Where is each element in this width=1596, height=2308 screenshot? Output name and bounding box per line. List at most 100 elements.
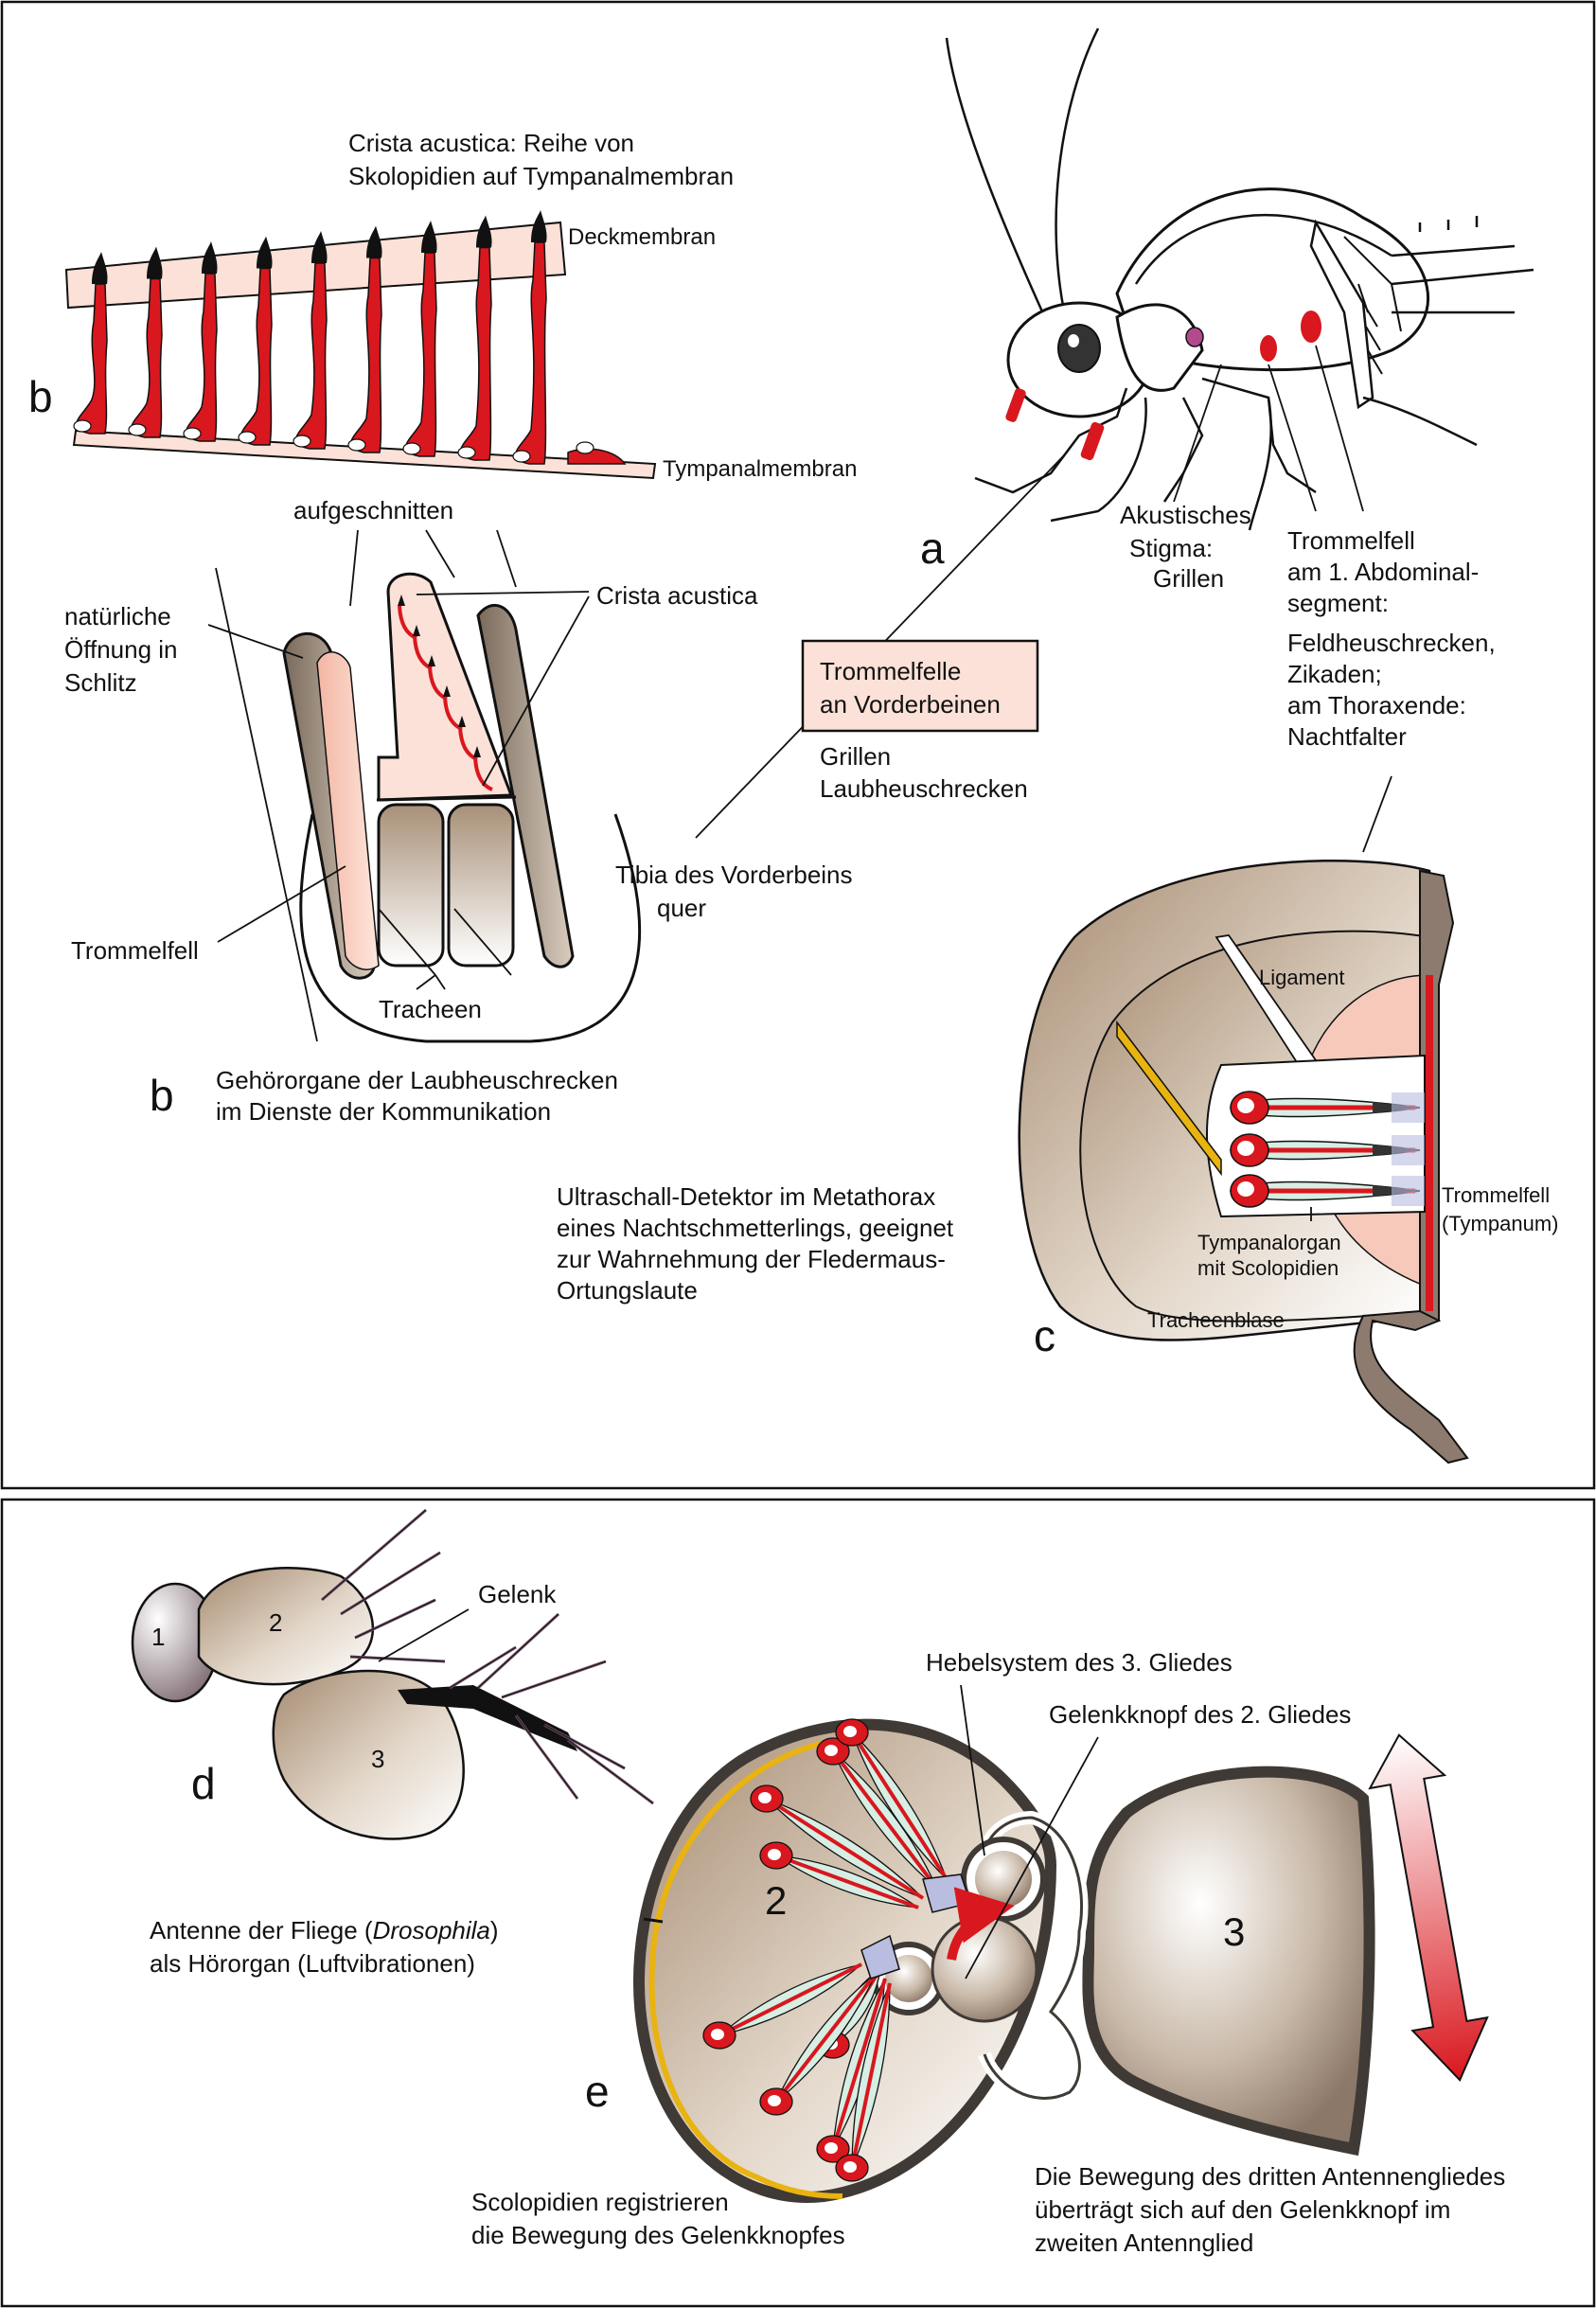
- mini-scolopidium-cap: [458, 716, 466, 727]
- scolopidium-nucleus: [576, 441, 594, 454]
- tibia-line1: Tibia des Vorderbeins: [615, 861, 853, 889]
- moth-tympanum-red: [1426, 975, 1433, 1311]
- moth-tympanal-organ: [1018, 860, 1469, 1465]
- moth-nerve: [1116, 1020, 1222, 1177]
- trachea-right: [447, 803, 515, 968]
- scolopidium-cap: [531, 210, 547, 242]
- scolopidium-cap: [476, 215, 492, 248]
- mini-scolopidium-cap: [473, 746, 481, 757]
- foreleg-tympanum-2: [1080, 421, 1105, 461]
- natuerliche-line3: Schlitz: [64, 668, 137, 697]
- johnston-scolopidium-axon: [775, 1854, 919, 1909]
- moth-attachment: [1392, 1135, 1425, 1165]
- johnston-scolopidium-nucleus: [768, 2095, 781, 2106]
- trommelfelle-box: [801, 639, 1039, 733]
- antenne-line2: als Hörorgan (Luftvibrationen): [150, 1949, 475, 1978]
- tracheen-label: Tracheen: [379, 995, 482, 1023]
- antenna-segment-3: [272, 1669, 465, 1840]
- johnston-scolopidium-axon: [718, 1962, 862, 2037]
- johnston-scolopidium-nucleus: [825, 1745, 838, 1756]
- abdomen-line5: Zikaden;: [1287, 660, 1382, 688]
- tibia-line2: quer: [657, 894, 706, 922]
- chamber-scolopidia: [398, 595, 493, 791]
- scolopidium-nucleus: [457, 446, 476, 459]
- bottom-panel-frame: [0, 1498, 1596, 2308]
- cricket-illustration: [695, 27, 1534, 853]
- trommelfell-label: Trommelfell: [71, 936, 199, 965]
- seg-3-label: 3: [371, 1745, 384, 1773]
- cap-lower: [860, 1934, 900, 1980]
- segment-3-capsule: [1082, 1766, 1375, 2157]
- johnston-scolopidium-nucleus: [843, 2161, 857, 2173]
- abdomen-line6: am Thoraxende:: [1287, 691, 1466, 719]
- tibia-cross-section: [207, 529, 641, 1043]
- abdominal-tympanum-2: [1301, 311, 1321, 343]
- moth-attachment: [1392, 1092, 1425, 1123]
- letter-b-lower: b: [150, 1071, 174, 1120]
- ultraschall-line3: zur Wahrnehmung der Fledermaus-: [557, 1245, 946, 1273]
- tympanalorgan-line1: Tympanalorgan: [1197, 1231, 1341, 1254]
- mini-scolopidium-cell: [473, 756, 493, 791]
- gelenkknopf-label: Gelenkknopf des 2. Gliedes: [1049, 1700, 1351, 1729]
- abdomen-line3: segment:: [1287, 589, 1389, 617]
- moth-attachment: [1392, 1176, 1425, 1206]
- scolopidium-cap: [421, 221, 437, 253]
- mini-scolopidium-cap: [398, 595, 405, 606]
- trachea-divider: [376, 795, 517, 802]
- vertical-double-arrow: [1368, 1733, 1489, 2082]
- letter-b-upper: b: [28, 372, 53, 421]
- gelenkknopf-center: [931, 1915, 1038, 2023]
- tympanum-line1: Trommelfell: [1442, 1183, 1550, 1207]
- antenna-arista: [398, 1685, 577, 1751]
- moth-scolopidium-nucleus: [1237, 1181, 1254, 1197]
- big-seg-2-label: 2: [765, 1878, 787, 1923]
- left-trommelfell: [316, 651, 380, 970]
- scolopidium-nucleus: [293, 435, 311, 448]
- johnston-scolopidium-nucleus: [843, 1726, 857, 1737]
- moth-lower-wall: [1353, 1309, 1469, 1465]
- text-labels: Crista acustica: Reihe von Skolopidien a…: [28, 129, 1558, 2257]
- crista-title-line1: Crista acustica: Reihe von: [348, 129, 634, 157]
- scolopidium-cap: [92, 252, 108, 284]
- natuerliche-line1: natürliche: [64, 602, 171, 630]
- moth-scolopidium-nucleus: [1237, 1141, 1254, 1156]
- seg-1-label: 1: [151, 1623, 165, 1651]
- crista-chamber: [377, 572, 514, 802]
- right-capsule: [476, 603, 575, 968]
- moth-scolopidium-nucleus: [1237, 1098, 1254, 1113]
- akustisches-line3: Grillen: [1153, 564, 1224, 593]
- scolopidium-nucleus: [73, 419, 92, 433]
- antenna-segment-2: [197, 1567, 375, 1686]
- deckmembran-label: Deckmembran: [568, 224, 716, 250]
- gelenk-label: Gelenk: [478, 1580, 557, 1608]
- bewegung-line2: überträgt sich auf den Gelenkknopf im: [1035, 2195, 1450, 2224]
- scolopidium-nucleus: [183, 427, 202, 440]
- scolopidium-nucleus: [347, 438, 366, 452]
- letter-a: a: [920, 524, 945, 573]
- crista-acustica-strip: [64, 210, 657, 480]
- johnston-scolopidium-axon: [765, 1797, 925, 1900]
- scolopidium-cap: [147, 246, 163, 279]
- johnston-scolopidium-axon: [850, 1982, 892, 2169]
- johnston-scolopidium-axon: [831, 1749, 939, 1891]
- abdomen-line7: Nachtfalter: [1287, 722, 1407, 751]
- scolopidien-line1: Scolopidien registrieren: [471, 2188, 729, 2216]
- antenne-line1: Antenne der Fliege (Drosophila): [150, 1916, 499, 1944]
- gehoer-line1: Gehörorgane der Laubheuschrecken: [216, 1066, 618, 1094]
- abdomen-line4: Feldheuschrecken,: [1287, 629, 1496, 657]
- ultraschall-line4: Ortungslaute: [557, 1276, 698, 1305]
- bewegung-line1: Die Bewegung des dritten Antennengliedes: [1035, 2162, 1505, 2191]
- crista-acustica-label: Crista acustica: [596, 581, 758, 610]
- scolopidien-line2: die Bewegung des Gelenkknopfes: [471, 2221, 845, 2249]
- laubheuschrecken-label: Laubheuschrecken: [820, 774, 1028, 803]
- rotation-arrow: [947, 1887, 1015, 1962]
- abdominal-tympanum-1: [1260, 335, 1277, 362]
- natuerliche-line2: Öffnung in: [64, 635, 178, 664]
- hebelsystem-label: Hebelsystem des 3. Gliedes: [926, 1648, 1232, 1677]
- johnston-scolopidia: [702, 1718, 949, 2182]
- mini-scolopidium-cap: [443, 685, 451, 697]
- johnston-scolopidium-nucleus: [768, 1849, 781, 1860]
- seg-2-label: 2: [269, 1608, 282, 1637]
- scolopidia-row: [73, 210, 627, 465]
